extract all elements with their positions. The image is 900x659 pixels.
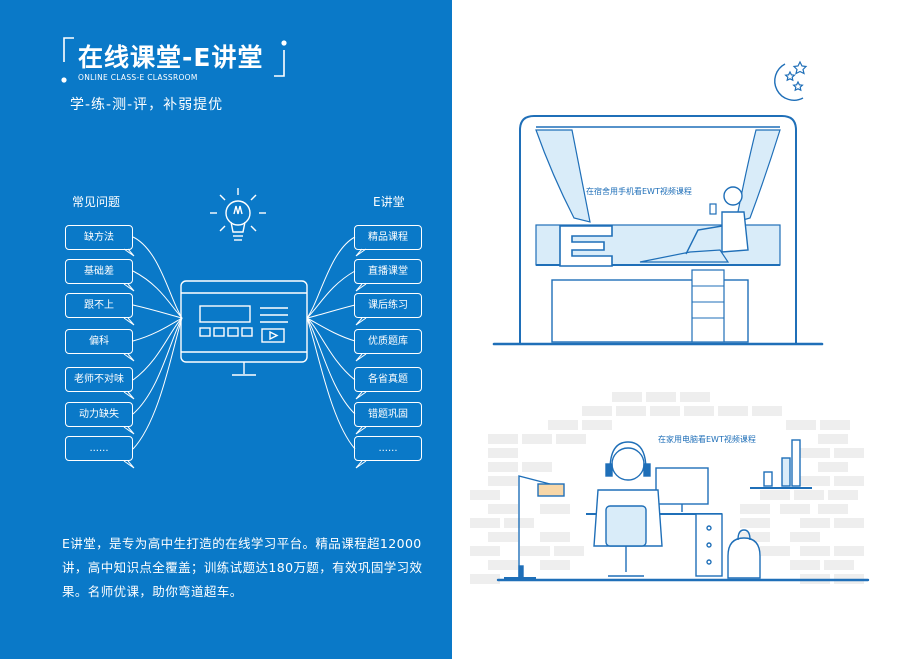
- star-icon: [784, 60, 808, 92]
- lightbulb-icon: [210, 188, 266, 241]
- slogan: 学-练-测-评，补弱提优: [70, 97, 224, 113]
- feature-item: 精品课程: [354, 225, 422, 250]
- problem-item: 老师不对味: [65, 367, 133, 392]
- problem-item: 跟不上: [65, 293, 133, 318]
- problem-item: 缺方法: [65, 225, 133, 250]
- box-tails: [123, 248, 367, 469]
- monitor-icon: [180, 280, 308, 376]
- panel-decorations: [61, 37, 367, 469]
- brick-wall: [470, 392, 864, 584]
- moon-icon: [774, 63, 804, 101]
- feature-item: 优质题库: [354, 329, 422, 354]
- feature-item: ......: [354, 436, 422, 461]
- page-subtitle-en: ONLINE CLASS-E CLASSROOM: [78, 73, 198, 82]
- eclass-title: E讲堂: [373, 195, 405, 209]
- feature-item: 课后练习: [354, 293, 422, 318]
- problem-item: ......: [65, 436, 133, 461]
- dorm-caption: 在宿舍用手机看EWT视频课程: [586, 187, 692, 196]
- problem-item: 动力缺失: [65, 402, 133, 427]
- description: E讲堂，是专为高中生打造的在线学习平台。精品课程超12000讲，高中知识点全覆盖…: [62, 536, 423, 599]
- home-scene: [496, 439, 870, 582]
- home-caption: 在家用电脑看EWT视频课程: [658, 435, 756, 444]
- problem-item: 基础差: [65, 259, 133, 284]
- problems-title: 常见问题: [72, 195, 121, 209]
- feature-item: 直播课堂: [354, 259, 422, 284]
- dorm-scene: [492, 115, 824, 346]
- backpack-icon: [727, 537, 761, 579]
- info-panel: 在线课堂-E讲堂 ONLINE CLASS-E CLASSROOM 学-练-测-…: [0, 0, 452, 659]
- feature-item: 各省真题: [354, 367, 422, 392]
- title-bracket: [63, 37, 285, 77]
- bracket-dot-left: [61, 77, 67, 83]
- headphones-icon: [609, 441, 647, 471]
- bracket-dot-right: [281, 40, 287, 46]
- feature-item: 错题巩固: [354, 402, 422, 427]
- letter-e-icon: [559, 225, 613, 267]
- page-title: 在线课堂-E讲堂: [78, 43, 264, 72]
- problem-item: 偏科: [65, 329, 133, 354]
- connector-lines: [132, 236, 356, 450]
